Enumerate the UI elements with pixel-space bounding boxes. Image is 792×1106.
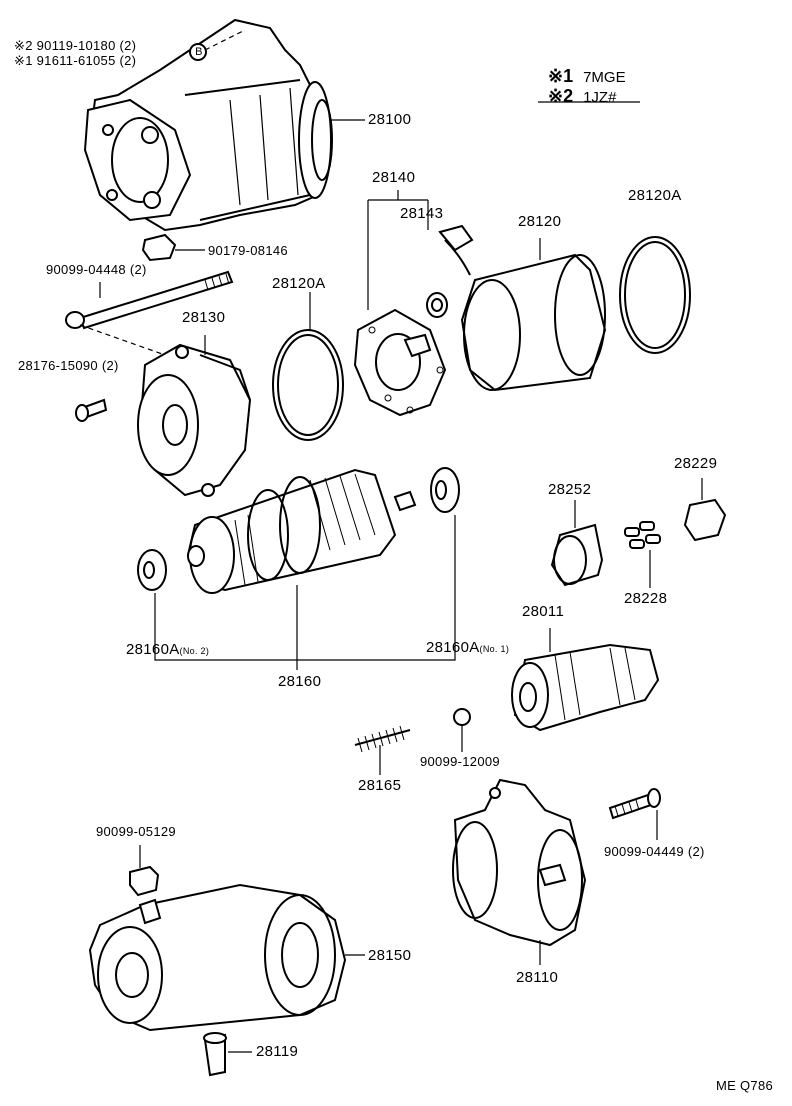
part-28143-spring bbox=[426, 292, 448, 318]
legend-item-1: ※1 7MGE bbox=[548, 66, 626, 87]
footer-code: ME Q786 bbox=[716, 1078, 774, 1093]
bracket-28160 bbox=[154, 515, 456, 670]
label-28165: 28165 bbox=[358, 777, 402, 794]
part-28119-plunger bbox=[203, 1032, 252, 1077]
circled-b-marker: B bbox=[195, 46, 203, 58]
part-28130-end-frame bbox=[137, 335, 252, 497]
label-28176-15090: 28176-15090 (2) bbox=[18, 358, 119, 373]
label-28160A-no1-code: 28160A bbox=[426, 639, 480, 656]
part-28120A-ring-left bbox=[272, 292, 344, 441]
part-28011-clutch bbox=[511, 628, 660, 732]
part-28150-solenoid bbox=[88, 883, 365, 1032]
label-28252: 28252 bbox=[548, 481, 592, 498]
label-28130: 28130 bbox=[182, 309, 226, 326]
label-90099-05129: 90099-05129 bbox=[96, 824, 176, 839]
label-90099-04448: 90099-04448 (2) bbox=[46, 262, 147, 277]
note-bolt-1: ※1 91611-61055 (2) bbox=[14, 53, 137, 68]
part-90099-04449-bolt bbox=[608, 788, 661, 840]
part-90099-04448-through-bolt bbox=[65, 270, 234, 356]
label-28160A-no2: 28160A(No. 2) bbox=[126, 642, 209, 659]
label-28119: 28119 bbox=[256, 1043, 299, 1060]
label-28160A-no1: 28160A(No. 1) bbox=[426, 640, 509, 657]
legend-mark-1: ※1 bbox=[548, 66, 574, 86]
part-28120A-ring-right bbox=[619, 236, 691, 354]
legend-text-1: 7MGE bbox=[583, 69, 626, 86]
label-28228: 28228 bbox=[624, 590, 668, 607]
label-28150: 28150 bbox=[368, 947, 412, 964]
label-90099-12009: 90099-12009 bbox=[420, 754, 500, 769]
part-28140-brush-holder bbox=[353, 190, 447, 417]
label-28143: 28143 bbox=[400, 205, 444, 222]
label-28120A-left: 28120A bbox=[272, 275, 326, 292]
part-28229-retainer bbox=[683, 478, 727, 542]
label-28229: 28229 bbox=[674, 455, 718, 472]
part-28110-drive-housing bbox=[452, 778, 587, 965]
legend-mark-2: ※2 bbox=[548, 86, 574, 106]
part-28160A-bearing-no2 bbox=[137, 549, 167, 591]
legend-text-2: 1JZ# bbox=[583, 89, 617, 106]
part-28160-armature bbox=[186, 468, 417, 594]
label-28140: 28140 bbox=[372, 169, 416, 186]
label-28160: 28160 bbox=[278, 673, 322, 690]
part-90179-08146-plug bbox=[141, 233, 205, 262]
part-90099-05129-cap bbox=[129, 845, 160, 897]
label-90179-08146: 90179-08146 bbox=[208, 243, 288, 258]
label-28110: 28110 bbox=[516, 969, 559, 986]
part-28252-gear bbox=[550, 500, 604, 587]
label-28120: 28120 bbox=[518, 213, 562, 230]
label-90099-04449: 90099-04449 (2) bbox=[604, 844, 705, 859]
part-28228-rollers bbox=[624, 521, 661, 588]
label-28160A-no2-code: 28160A bbox=[126, 641, 180, 658]
label-28160A-no2-sub: (No. 2) bbox=[179, 646, 210, 656]
legend-item-2: ※2 1JZ# bbox=[548, 86, 616, 107]
part-28176-15090-screw bbox=[75, 398, 108, 422]
label-28011: 28011 bbox=[522, 603, 565, 620]
part-90099-12009-ball bbox=[453, 708, 471, 752]
label-28120A-right: 28120A bbox=[628, 187, 682, 204]
part-28120-yoke bbox=[438, 224, 607, 392]
label-28160A-no1-sub: (No. 1) bbox=[479, 644, 510, 654]
note-bolt-2: ※2 90119-10180 (2) bbox=[14, 38, 137, 53]
part-28160A-bearing-no1 bbox=[430, 467, 460, 513]
part-28165-spring bbox=[354, 725, 411, 775]
label-28100: 28100 bbox=[368, 111, 412, 128]
part-28100-housing bbox=[83, 18, 365, 232]
